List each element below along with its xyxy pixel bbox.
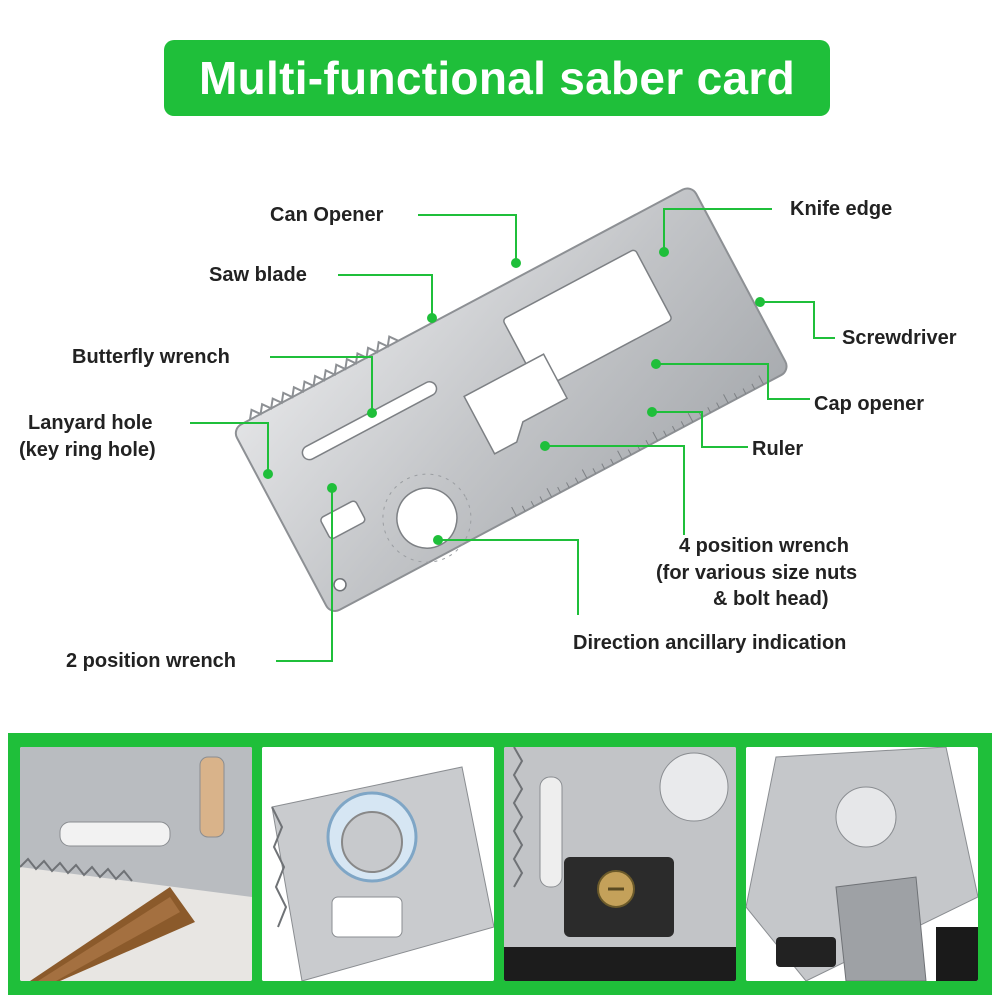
callout-dots (263, 247, 765, 545)
label-ruler: Ruler (752, 438, 804, 460)
callout-ruler (652, 411, 748, 448)
callout-four-position (545, 445, 685, 535)
photo-saw-cutting-wood (20, 747, 252, 981)
callout-saw-blade (338, 274, 433, 318)
callout-two-position (276, 488, 333, 662)
callout-knife-edge (663, 208, 772, 252)
label-four-position-detail-2: & bolt head) (713, 588, 829, 610)
saw-teeth (248, 335, 399, 420)
label-knife-edge: Knife edge (790, 198, 893, 220)
callout-cap-opener (656, 363, 810, 400)
label-cap-opener: Cap opener (814, 393, 925, 415)
label-two-position-wrench: 2 position wrench (66, 650, 237, 672)
callout-direction (438, 539, 579, 615)
label-direction-indication: Direction ancillary indication (573, 632, 847, 654)
photo-screwdriver-on-screw (504, 747, 736, 981)
callout-screwdriver (760, 301, 835, 339)
title-banner: Multi-functional saber card (164, 40, 830, 116)
callout-lines (190, 208, 835, 662)
page-title: Multi-functional saber card (199, 52, 795, 104)
direction-circle (396, 487, 458, 549)
usage-photo-strip (8, 733, 992, 995)
label-butterfly-wrench: Butterfly wrench (72, 346, 230, 368)
label-can-opener: Can Opener (270, 204, 384, 226)
saber-card-illustration (234, 187, 788, 612)
card-diagram (190, 187, 835, 662)
label-screwdriver: Screwdriver (842, 327, 957, 349)
lanyard-hole (333, 577, 347, 592)
callout-can-opener (418, 214, 517, 263)
callout-butterfly (270, 356, 373, 413)
label-four-position-detail-1: (for various size nuts (656, 562, 858, 584)
callout-lanyard (190, 422, 269, 474)
label-saw-blade: Saw blade (209, 264, 307, 286)
label-lanyard-hole: Lanyard hole (28, 412, 153, 434)
label-key-ring-hole: (key ring hole) (19, 439, 156, 461)
photo-bottle-cap-opener (262, 747, 494, 981)
photo-card-clipped (746, 747, 978, 981)
label-four-position-wrench: 4 position wrench (679, 535, 850, 557)
